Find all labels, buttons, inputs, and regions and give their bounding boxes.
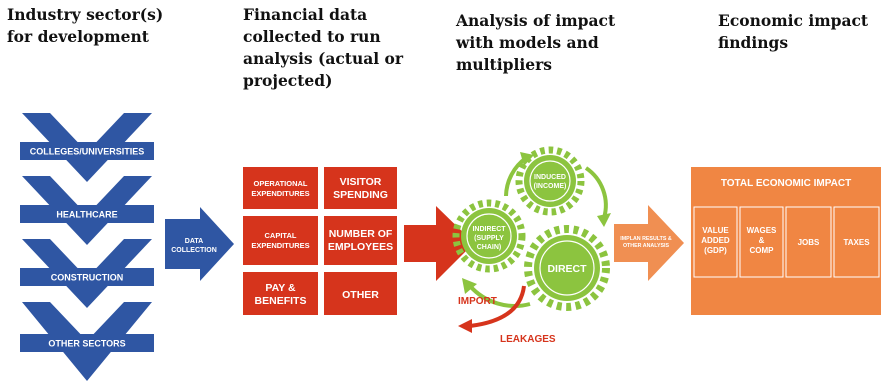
data-collection-arrow: DATA COLLECTION xyxy=(165,207,234,281)
financial-box-label: VISITOR xyxy=(340,176,382,188)
heading-findings: Economic impact findings xyxy=(718,10,868,54)
implan-label: IMPLAN RESULTS & xyxy=(620,236,672,242)
impact-column-label: COMP xyxy=(750,246,775,255)
implan-label: OTHER ANALYSIS xyxy=(623,243,670,249)
heading-line: projected) xyxy=(243,71,333,90)
sector-band-colleges xyxy=(20,142,154,160)
financial-box-label: OPERATIONAL xyxy=(253,179,307,188)
cycle-arrow-icon xyxy=(468,284,531,308)
implan-arrow: IMPLAN RESULTS & OTHER ANALYSIS xyxy=(614,205,684,281)
financial-box-label: PAY & xyxy=(265,282,296,294)
gear-label-indirect: INDIRECT xyxy=(472,226,506,233)
impact-column-label: VALUE xyxy=(702,226,729,235)
impact-column-label: ADDED xyxy=(701,236,730,245)
sector-chevron-stack: COLLEGES/UNIVERSITIES HEALTHCARE CONSTRU… xyxy=(20,113,154,381)
financial-box xyxy=(324,216,397,265)
financial-box-label: EXPENDITURES xyxy=(251,241,309,250)
heading-line: Financial data xyxy=(243,5,368,24)
heading-line: findings xyxy=(718,33,789,52)
sector-label-other: OTHER SECTORS xyxy=(48,339,125,349)
cycle-arrow-head-icon xyxy=(520,152,534,166)
impact-column-box xyxy=(833,206,880,278)
impact-title: TOTAL ECONOMIC IMPACT xyxy=(721,178,851,189)
sector-label-colleges: COLLEGES/UNIVERSITIES xyxy=(30,147,145,157)
cycle-arrow-icon xyxy=(584,166,608,219)
heading-line: Industry sector(s) xyxy=(7,5,164,24)
impact-column-label: WAGES xyxy=(747,226,777,235)
heading-analysis: Analysis of impact with models and multi… xyxy=(456,10,615,76)
financial-data-grid: OPERATIONAL EXPENDITURES VISITOR SPENDIN… xyxy=(243,167,397,315)
heading-industry-sector: Industry sector(s) for development xyxy=(7,4,163,48)
sector-chevron xyxy=(22,113,152,182)
impact-column-box xyxy=(785,206,832,278)
impact-column-label: TAXES xyxy=(843,238,870,247)
sector-chevron xyxy=(22,239,152,308)
cycle-arrow-head-icon xyxy=(597,213,611,227)
financial-box-label: BENEFITS xyxy=(255,295,307,307)
sector-band-construction xyxy=(20,268,154,286)
sector-label-construction: CONSTRUCTION xyxy=(51,273,124,283)
heading-line: with models and xyxy=(456,33,599,52)
gear-induced: INDUCED (INCOME) xyxy=(515,146,585,216)
heading-line: Analysis of impact xyxy=(456,11,616,30)
heading-financial-data: Financial data collected to run analysis… xyxy=(243,4,403,92)
heading-line: multipliers xyxy=(456,55,552,74)
impact-column-label: (GDP) xyxy=(704,246,727,255)
data-collection-label: DATA xyxy=(185,238,203,245)
heading-line: for development xyxy=(7,27,149,46)
financial-box xyxy=(324,272,397,315)
sector-band-healthcare xyxy=(20,205,154,223)
heading-line: analysis (actual or xyxy=(243,49,404,68)
sector-label-healthcare: HEALTHCARE xyxy=(56,210,117,220)
financial-box-label: EMPLOYEES xyxy=(328,241,393,253)
financial-box xyxy=(243,272,318,315)
financial-box xyxy=(243,167,318,209)
gear-label-induced: INDUCED xyxy=(534,174,566,181)
gear-label-indirect: (SUPPLY xyxy=(474,235,504,242)
financial-box-label: EXPENDITURES xyxy=(251,189,309,198)
financial-box-label: CAPITAL xyxy=(265,231,297,240)
financial-box xyxy=(243,216,318,265)
sector-chevron xyxy=(22,176,152,245)
total-impact-panel: TOTAL ECONOMIC IMPACT VALUE ADDED (GDP) … xyxy=(691,167,881,315)
impact-column-label: & xyxy=(759,236,765,245)
gear-label-induced: (INCOME) xyxy=(534,183,567,190)
gear-label-direct: DIRECT xyxy=(547,263,587,275)
impact-column-label: JOBS xyxy=(798,238,820,247)
import-label: IMPORT xyxy=(458,296,497,307)
financial-box-label: OTHER xyxy=(342,289,379,301)
impact-column-box xyxy=(693,206,738,278)
leakages-label: LEAKAGES xyxy=(500,334,556,345)
financial-box-label: NUMBER OF xyxy=(329,228,393,240)
financial-box-label: SPENDING xyxy=(333,189,388,201)
impact-column-box xyxy=(739,206,784,278)
financial-box xyxy=(324,167,397,209)
data-collection-label: COLLECTION xyxy=(171,247,217,254)
gear-direct: DIRECT xyxy=(524,225,610,311)
heading-line: collected to run xyxy=(243,27,381,46)
cycle-arrow-head-icon xyxy=(462,278,477,294)
leakage-arrow-head-icon xyxy=(458,319,472,333)
gear-indirect: INDIRECT (SUPPLY CHAIN) xyxy=(452,199,526,273)
heading-line: Economic impact xyxy=(718,11,869,30)
gear-cluster: INDUCED (INCOME) INDIRECT (SUPPLY CHAIN)… xyxy=(452,146,611,311)
leakage-arrow-icon xyxy=(469,285,526,328)
financial-to-analysis-arrow xyxy=(404,206,474,281)
sector-band-other xyxy=(20,334,154,352)
gear-label-indirect: CHAIN) xyxy=(477,244,502,251)
